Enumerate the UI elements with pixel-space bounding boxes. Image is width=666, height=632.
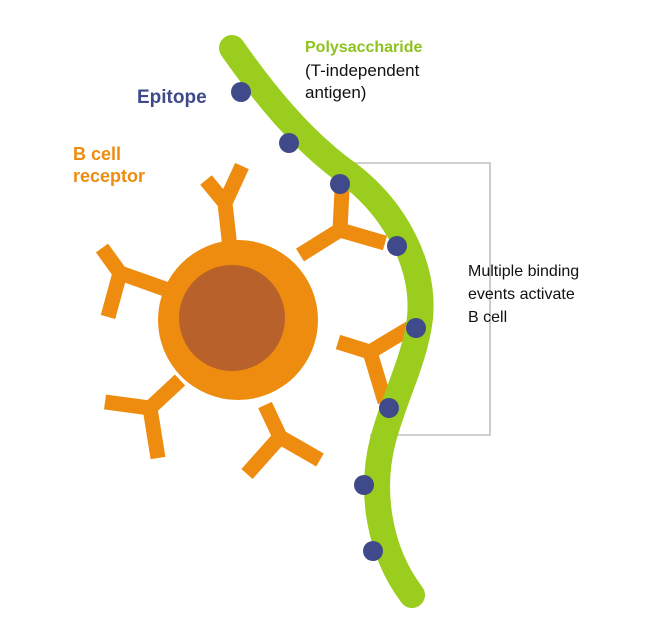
receptor-top [200, 162, 249, 249]
binding-bracket [315, 162, 491, 436]
receptor-left-lower [104, 374, 186, 460]
receptor-right [335, 321, 414, 405]
epitope-dot [363, 541, 383, 561]
polysaccharide-strand [219, 35, 434, 608]
receptor-upper-right [296, 189, 388, 262]
bcr-label-line-2: receptor [73, 166, 146, 186]
epitopes [231, 82, 426, 561]
polysaccharide-sublabel-1: (T-independent [305, 61, 420, 80]
epitope-dot [330, 174, 350, 194]
binding-label-line-1: Multiple binding [468, 263, 580, 280]
epitope-dot [379, 398, 399, 418]
binding-label-line-2: events activate [468, 286, 575, 303]
epitope-dot [387, 236, 407, 256]
bcr-label-line-1: B cell [73, 144, 122, 164]
polysaccharide-label: Polysaccharide [305, 39, 423, 56]
b-cell-nucleus [179, 265, 285, 371]
epitope-dot [406, 318, 426, 338]
b-cell-receptors [95, 162, 414, 479]
receptor-left-upper [95, 243, 171, 319]
epitope-dot [231, 82, 251, 102]
polysaccharide-sublabel-2: antigen) [305, 83, 367, 102]
epitope-dot [279, 133, 299, 153]
epitope-dot [354, 475, 374, 495]
binding-label-line-3: B cell [468, 309, 508, 326]
receptor-bottom [241, 401, 324, 479]
epitope-label: Epitope [137, 87, 207, 108]
